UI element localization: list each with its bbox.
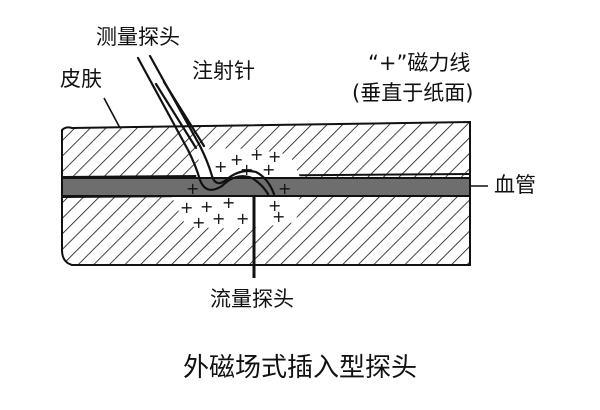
caption: 外磁场式插入型探头 (183, 353, 417, 383)
plus-sign: + (230, 150, 243, 169)
plus-sign: + (240, 160, 253, 179)
plus-sign: + (268, 147, 281, 166)
vessel-label: 血管 (494, 173, 536, 197)
skin-label: 皮肤 (60, 67, 102, 91)
plus-sign: + (222, 193, 235, 212)
plus-sign: + (278, 179, 291, 198)
plus-sign: + (200, 197, 213, 216)
magnetic-note-label: (垂直于纸面) (352, 81, 473, 105)
magnetic-line-label: “+”磁力线 (368, 51, 470, 75)
plus-sign: + (250, 145, 263, 164)
plus-sign: + (186, 179, 199, 198)
injection-needle (136, 54, 276, 196)
plus-sign: + (192, 213, 205, 232)
field-clearing (172, 148, 300, 229)
skin-pointer (103, 97, 121, 129)
probe-top-label: 测量探头 (96, 25, 180, 49)
plus-sign: + (268, 196, 281, 215)
flow-probe-label: 流量探头 (210, 287, 294, 311)
plus-field: + + + + + + + + + + + + + + + + (180, 145, 291, 232)
needle-label: 注射针 (192, 59, 255, 83)
vessel-band (61, 177, 471, 197)
plus-sign: + (272, 207, 285, 226)
plus-sign: + (214, 157, 227, 176)
plus-sign: + (212, 209, 225, 228)
plus-sign: + (262, 160, 275, 179)
plus-sign: + (236, 209, 249, 228)
plus-sign: + (180, 198, 193, 217)
